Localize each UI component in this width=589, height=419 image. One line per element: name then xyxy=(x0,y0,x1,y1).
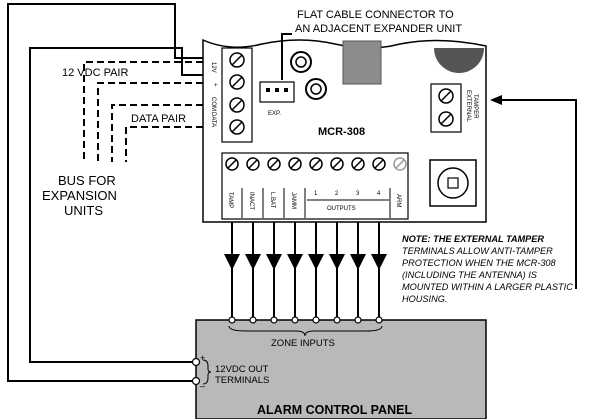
arm-label: ARM xyxy=(395,194,401,207)
buzzer-component xyxy=(434,48,484,73)
minus-sign: – xyxy=(200,381,205,391)
output-num-3: 3 xyxy=(356,191,360,197)
panel-title: ALARM CONTROL PANEL xyxy=(257,403,412,417)
term-tamp-label: TAMP xyxy=(227,192,233,208)
exp-connector-pins xyxy=(266,88,288,92)
vdc-out-minus-terminal xyxy=(191,376,201,386)
zone-inputs-brace xyxy=(228,325,383,337)
term-inact-label: INACT xyxy=(248,192,254,210)
terminal-dividers xyxy=(241,188,391,218)
flat-cable-label-2: AN ADJACENT EXPANDER UNIT xyxy=(295,23,462,35)
output-num-1: 1 xyxy=(314,191,318,197)
bus-wire-1 xyxy=(83,61,203,162)
note-line-2: TERMINALS ALLOW ANTI-TAMPER xyxy=(402,246,553,256)
output-num-2: 2 xyxy=(335,191,339,197)
alarm-control-panel xyxy=(195,319,487,419)
tamper-note: NOTE: THE EXTERNAL TAMPER TERMINALS ALLO… xyxy=(402,234,573,304)
note-line-1: NOTE: THE EXTERNAL TAMPER xyxy=(402,234,544,244)
zone-input-wires xyxy=(224,222,387,318)
plus-sign: + xyxy=(200,353,205,363)
term-data-label: DATA xyxy=(210,112,216,127)
model-label: MCR-308 xyxy=(318,126,365,138)
bottom-terminal-screws xyxy=(225,157,407,171)
bus-label-1: BUS FOR xyxy=(58,173,116,188)
exp-label: EXP. xyxy=(268,111,281,117)
note-line-3: PROTECTION WHEN THE MCR-308 xyxy=(402,258,557,268)
bus-wire-3 xyxy=(111,104,203,162)
term-12v-label: 12V xyxy=(210,62,216,73)
vdc-out-brace xyxy=(202,359,212,385)
note-line-6: HOUSING. xyxy=(402,294,447,304)
flat-cable-pointer xyxy=(281,33,292,80)
vdc-plus-wire xyxy=(7,3,203,382)
ext-tamper-label-2: TAMPER xyxy=(472,94,478,119)
vdc-out-label-2: TERMINALS xyxy=(215,375,269,386)
vdc-pair-label: 12 VDC PAIR xyxy=(62,67,128,79)
gray-chip-component xyxy=(342,40,382,85)
term-com-label: COM xyxy=(210,97,216,111)
term-lbat-label: L.BAT xyxy=(269,192,275,209)
term-plus-label: + xyxy=(214,83,218,89)
tamper-screws xyxy=(438,88,454,127)
note-line-4: (INCLUDING THE ANTENNA) IS xyxy=(402,270,538,280)
bus-wire-4 xyxy=(125,126,203,162)
term-jamm-label: JAMM xyxy=(290,192,296,209)
zone-inputs-label: ZONE INPUTS xyxy=(271,338,335,349)
tamper-note-arrow-line xyxy=(500,99,577,289)
zone-input-terminals xyxy=(228,316,383,324)
vdc-out-plus-terminal xyxy=(191,357,201,367)
bus-wire-2 xyxy=(97,82,203,162)
data-pair-label: DATA PAIR xyxy=(131,113,186,125)
vdc-minus-wire xyxy=(29,47,203,363)
tamper-note-arrowhead xyxy=(490,95,502,105)
bus-label-3: UNITS xyxy=(64,203,103,218)
bus-label-2: EXPANSION xyxy=(42,188,117,203)
flat-cable-label-1: FLAT CABLE CONNECTOR TO xyxy=(297,9,454,21)
ext-tamper-label-1: EXTERNAL xyxy=(465,90,471,122)
terminal-screws-left xyxy=(229,52,245,135)
vdc-out-label-1: 12VDC OUT xyxy=(215,364,269,375)
note-line-5: MOUNTED WITHIN A LARGER PLASTIC xyxy=(402,282,573,292)
outputs-label: OUTPUTS xyxy=(327,206,356,212)
output-num-4: 4 xyxy=(377,191,381,197)
